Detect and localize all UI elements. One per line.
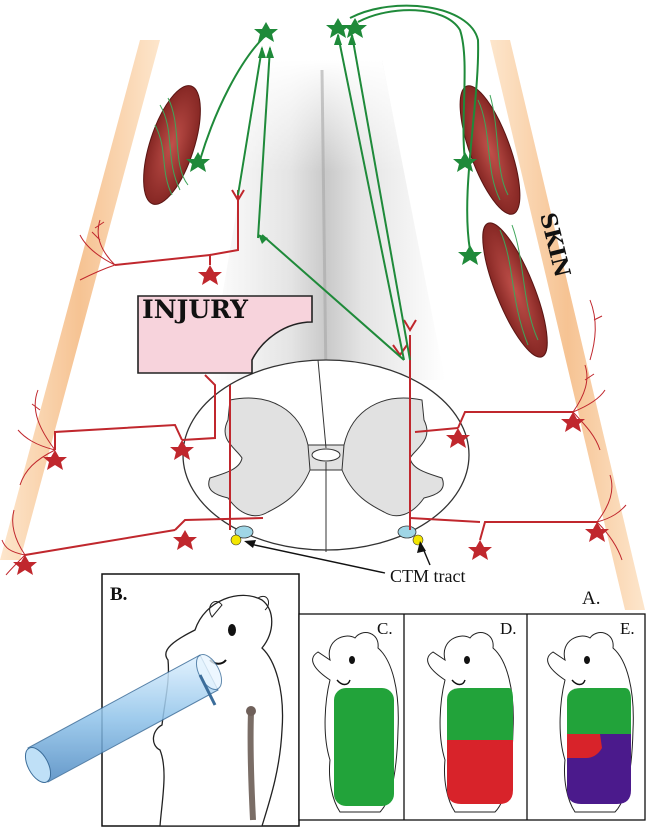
- central-canal: [312, 449, 340, 461]
- panel-c-label: C.: [377, 619, 393, 638]
- ctm-nucleus-right: [398, 526, 416, 538]
- region-d-green: [447, 688, 513, 740]
- region-e-green: [567, 688, 631, 734]
- region-c-green: [334, 688, 394, 806]
- panel-e-label: E.: [620, 619, 635, 638]
- panel-b-label: B.: [110, 584, 127, 605]
- region-d-red: [447, 740, 513, 804]
- rat-eye-b: [228, 624, 236, 636]
- skin-band-left: [0, 40, 160, 560]
- ctm-tract-left: [231, 535, 241, 545]
- panels-cde: C. D. E.: [299, 614, 645, 820]
- ctm-tract-label: CTM tract: [390, 566, 465, 586]
- spinal-cord-b: [251, 712, 253, 820]
- panel-d-label: D.: [500, 619, 517, 638]
- panel-b: B.: [20, 574, 299, 826]
- panel-a: INJURY SKIN CTM tract A.: [0, 6, 645, 610]
- panel-a-label: A.: [582, 588, 600, 609]
- injury-label: INJURY: [142, 295, 249, 324]
